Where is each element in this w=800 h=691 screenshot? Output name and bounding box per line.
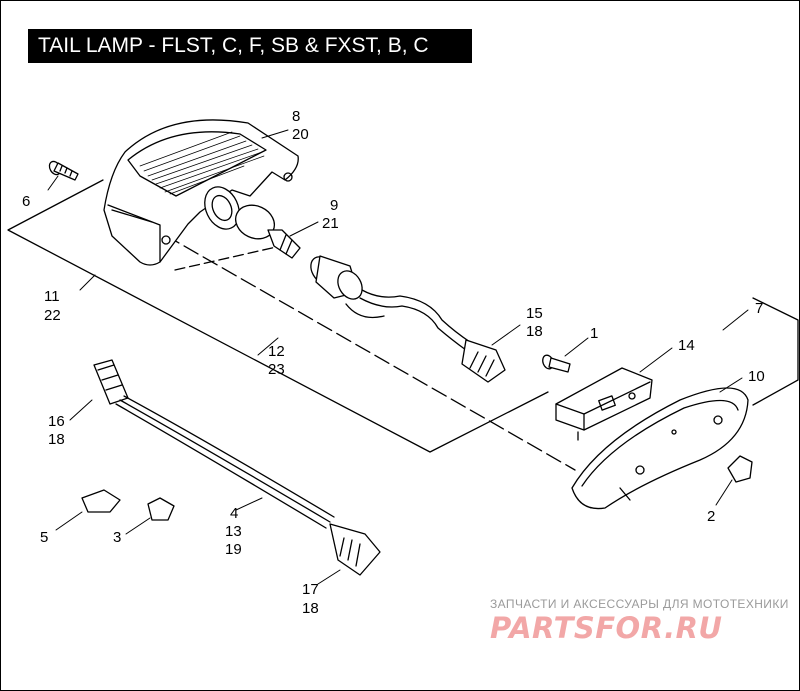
- callout-18a: 18: [526, 323, 543, 340]
- screw-1: [542, 354, 571, 373]
- assembly-centerline: [164, 234, 576, 471]
- callout-13: 13: [225, 523, 242, 540]
- callout-19: 19: [225, 541, 242, 558]
- nut-2: [727, 455, 753, 483]
- socket-harness-15: [310, 255, 506, 383]
- watermark-caption: ЗАПЧАСТИ И АКСЕССУАРЫ ДЛЯ МОТОТЕХНИКИ: [490, 597, 789, 611]
- callout-7: 7: [755, 300, 763, 317]
- clip-5: [81, 489, 121, 513]
- callout-11: 11: [44, 288, 60, 305]
- callout-3: 3: [113, 529, 121, 546]
- callout-9: 9: [330, 197, 338, 214]
- lens-10: [571, 387, 749, 510]
- lamp-housing: [103, 119, 299, 266]
- callout-8: 8: [292, 108, 300, 125]
- assembly-centerline-2: [174, 244, 286, 271]
- callout-1: 1: [590, 325, 598, 342]
- leader-lines: [47, 129, 749, 585]
- callout-4: 4: [230, 505, 238, 522]
- bolt-6: [48, 160, 79, 181]
- wire-harness-4: [93, 359, 381, 576]
- callout-16: 16: [48, 413, 65, 430]
- circuit-board-14: [555, 367, 653, 441]
- group-bracket-11: [7, 179, 549, 453]
- callout-23: 23: [268, 361, 285, 378]
- diagram-title: TAIL LAMP - FLST, C, F, SB & FXST, B, C: [28, 29, 472, 63]
- clip-3: [147, 497, 175, 521]
- group-bracket-7: [752, 297, 799, 406]
- callout-18c: 18: [302, 600, 319, 617]
- callout-22: 22: [44, 307, 61, 324]
- callout-14: 14: [678, 337, 695, 354]
- callout-17: 17: [302, 581, 319, 598]
- callout-10: 10: [748, 368, 765, 385]
- watermark-logo: PARTSFOR.RU: [490, 611, 723, 645]
- callout-5: 5: [40, 529, 48, 546]
- callout-12: 12: [268, 343, 285, 360]
- bulb-9: [235, 204, 301, 259]
- callout-18b: 18: [48, 431, 65, 448]
- callout-20: 20: [292, 126, 309, 143]
- callout-6: 6: [22, 193, 30, 210]
- callout-15: 15: [526, 305, 543, 322]
- callout-2: 2: [707, 508, 715, 525]
- callout-21: 21: [322, 215, 339, 232]
